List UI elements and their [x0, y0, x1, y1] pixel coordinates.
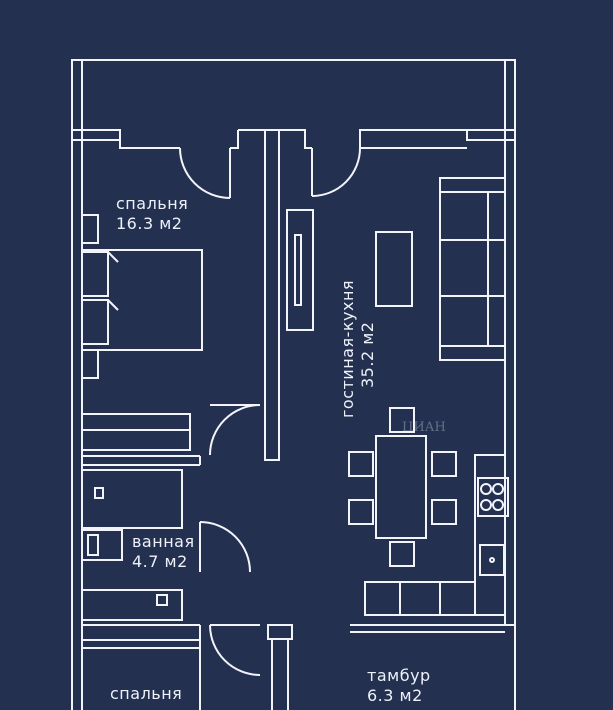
lower-walls: [82, 624, 515, 710]
room-name: ванная: [132, 532, 195, 551]
room-label-bedroom-2: спальня: [110, 684, 182, 704]
sofa: [439, 177, 506, 361]
room-area: 4.7 м2: [132, 552, 188, 571]
room-name: гостиная-кухня: [338, 279, 357, 418]
room-name: спальня: [116, 194, 189, 213]
hall-walls: [82, 404, 261, 466]
dining-set: [348, 407, 457, 567]
room-label-living-kitchen: гостиная-кухня 35.2 м2: [338, 280, 378, 418]
room-area: 35.2 м2: [358, 321, 377, 388]
top-doors: [179, 147, 361, 199]
room-label-bedroom: спальня 16.3 м2: [116, 194, 188, 234]
room-name: спальня: [110, 684, 183, 703]
kitchen-unit: [364, 454, 509, 616]
room-label-bathroom: ванная 4.7 м2: [132, 532, 195, 572]
top-wall: [71, 129, 516, 149]
watermark: ЦИАН: [402, 420, 446, 435]
central-partition: [264, 129, 314, 461]
outer-walls: [71, 59, 516, 710]
bathroom-fixtures: [81, 469, 251, 626]
room-name: тамбур: [367, 666, 431, 685]
coffee-table: [375, 231, 413, 307]
wardrobe: [81, 413, 191, 451]
bed: [81, 214, 203, 379]
room-area: 6.3 м2: [367, 686, 423, 705]
room-area: 16.3 м2: [116, 214, 183, 233]
room-label-vestibule: тамбур 6.3 м2: [367, 666, 431, 706]
